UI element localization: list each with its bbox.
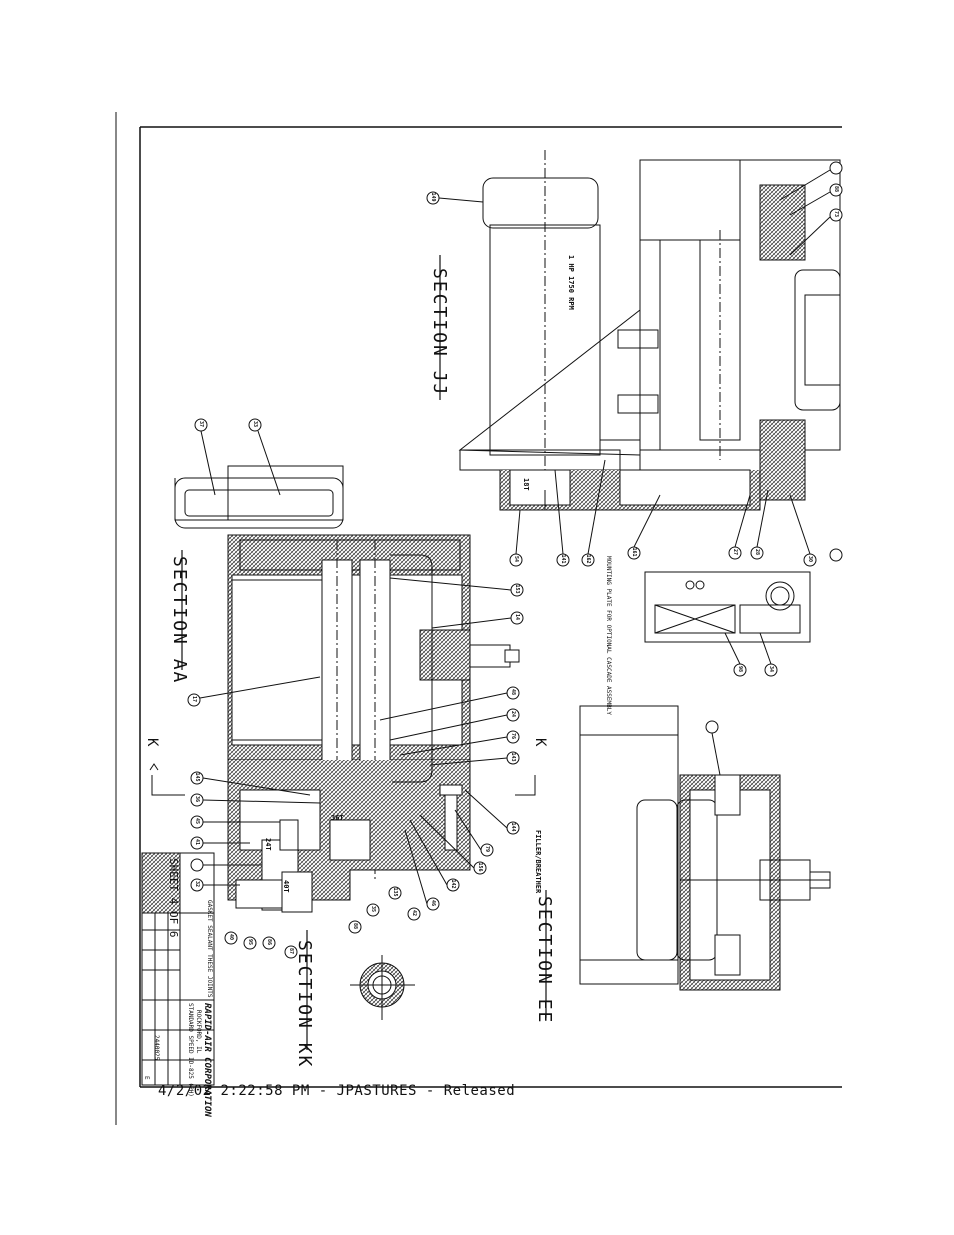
section-kk-view	[350, 955, 415, 1020]
section-marker-k-left: K	[144, 738, 160, 749]
title-block	[141, 852, 215, 1086]
callout-number: 162	[585, 554, 591, 564]
callout-40	[224, 931, 238, 945]
callout-135	[388, 886, 402, 900]
title-block-company: RAPID-AIR CORPORATION	[202, 1003, 212, 1117]
section-ee-title: SECTION EE	[534, 896, 555, 1025]
motor-rating-label: 1 HP 1750 RPM	[567, 255, 575, 310]
filler-breather-note: FILLER/BREATHER	[534, 830, 542, 894]
section-marker-k-right: K	[532, 738, 548, 749]
callout-87	[284, 945, 298, 959]
mounting-plate-view	[644, 571, 811, 643]
gasket-sealant-note: GASKET SEALANT THESE JOINTS	[206, 900, 213, 998]
callout-86	[262, 936, 276, 950]
callout-number: 32	[194, 880, 200, 888]
callout-number: 27	[732, 548, 738, 556]
callout-number: 145	[194, 772, 200, 782]
callout-number: 79	[484, 845, 490, 853]
callout-number: 14	[514, 613, 520, 621]
callout-number: 73	[833, 210, 839, 218]
callout-17	[187, 693, 201, 707]
callout-73	[829, 208, 843, 222]
callout-number: 161	[631, 547, 637, 557]
callout-149b	[705, 720, 719, 734]
callout-number: 17	[191, 695, 197, 703]
callout-42	[407, 907, 421, 921]
callout-number: 143	[510, 752, 516, 762]
callout-number: 33	[252, 420, 258, 428]
section-aa-title: SECTION AA	[169, 556, 190, 685]
callout-number: 28	[754, 548, 760, 556]
callout-number: 34	[768, 665, 774, 673]
callout-number: 76	[510, 732, 516, 740]
gear-18t-label: 18T	[522, 478, 530, 491]
callout-number: 46	[430, 899, 436, 907]
callout-bubbles	[187, 161, 843, 959]
callout-number: 95	[247, 938, 253, 946]
callout-33	[248, 418, 262, 432]
callout-95	[243, 936, 257, 950]
callout-number: 88	[352, 922, 358, 930]
callout-number: 36	[194, 795, 200, 803]
section-title-rules	[181, 255, 547, 1050]
sheet-border	[115, 112, 842, 1125]
footer-release-stamp: 4/2/02 2:22:58 PM - JPASTURES - Released	[158, 1083, 516, 1099]
callout-number: 135	[392, 887, 398, 897]
gear-36t-label: 36T	[331, 814, 344, 822]
section-aa-gearbox	[174, 465, 520, 913]
section-jj-motor	[458, 150, 841, 511]
callout-number: 87	[288, 947, 294, 955]
callout-number: 30	[807, 555, 813, 563]
callout-30	[829, 161, 843, 175]
callout-number: 142	[450, 879, 456, 889]
mounting-plate-note: MOUNTING PLATE FOR OPTIONAL CASCADE ASSE…	[605, 556, 612, 715]
callout-number: 156	[477, 862, 483, 872]
title-block-sheet: SHEET 4 OF 6	[167, 858, 180, 938]
callout-number: 24	[510, 710, 516, 718]
callout-number: 141	[560, 554, 566, 564]
callout-number: 48	[510, 688, 516, 696]
callout-35	[366, 903, 380, 917]
callout-number: 41	[194, 838, 200, 846]
title-block-drawing-no: 2440025	[153, 1035, 160, 1061]
callout-number: 45	[194, 817, 200, 825]
callout-46b	[829, 548, 843, 562]
callout-number: 149	[430, 192, 436, 202]
callout-number: 144	[510, 822, 516, 832]
gear-40t-label: 40T	[282, 880, 290, 893]
callout-number: 37	[198, 420, 204, 428]
title-block-line2: ROCKFORD, IL	[195, 1010, 202, 1054]
callout-88b	[829, 183, 843, 197]
callout-number: 35	[370, 905, 376, 913]
callout-number: 153	[514, 584, 520, 594]
callout-156b	[190, 858, 204, 872]
section-kk-title: SECTION KK	[294, 940, 315, 1069]
section-ee-view	[579, 705, 831, 991]
section-k-markers	[149, 763, 536, 796]
callout-number: 86	[266, 938, 272, 946]
callout-number: 54	[513, 555, 519, 563]
section-jj-title: SECTION JJ	[429, 268, 450, 397]
callout-number: 42	[411, 909, 417, 917]
callout-number: 98	[737, 665, 743, 673]
title-block-rev: E	[143, 1076, 150, 1080]
callout-88	[348, 920, 362, 934]
callout-number: 88	[833, 185, 839, 193]
gear-24t-label: 24T	[264, 838, 272, 851]
callout-number: 40	[228, 933, 234, 941]
